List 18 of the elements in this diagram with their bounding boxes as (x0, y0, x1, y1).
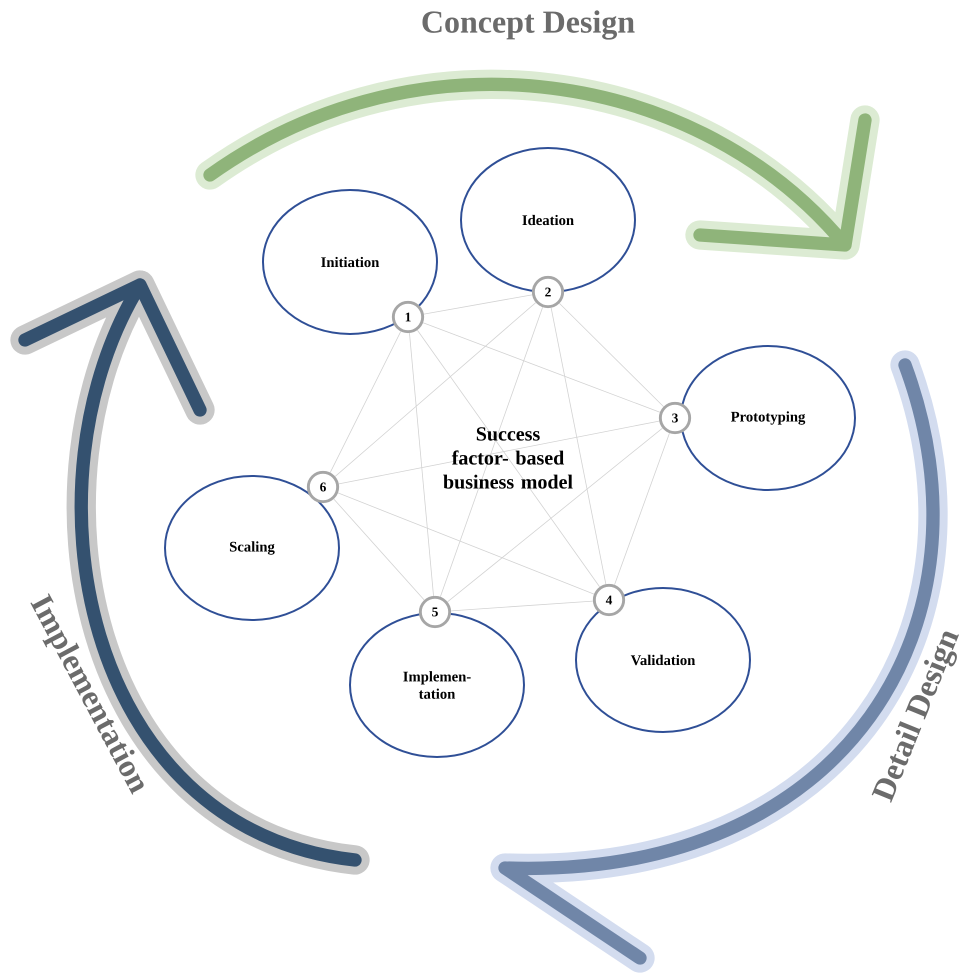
connector-line (338, 492, 594, 594)
connector-line (550, 307, 606, 585)
connector-line (559, 302, 664, 408)
connector-line (450, 600, 594, 612)
center-title: Success factor- based business model (443, 427, 573, 489)
connector-line (614, 432, 670, 586)
cycle-label: Concept Design (422, 10, 635, 40)
connector-line (423, 294, 533, 315)
connector-line (440, 306, 544, 598)
connector-line (333, 498, 425, 600)
connector-line (409, 332, 434, 596)
connector-line (416, 330, 600, 588)
connector-line (334, 302, 536, 477)
cycle-label: Detail Design (872, 632, 959, 803)
connector-line (330, 331, 402, 473)
connector-line (338, 420, 660, 484)
connector-line (422, 322, 660, 413)
connector-line (447, 428, 663, 602)
